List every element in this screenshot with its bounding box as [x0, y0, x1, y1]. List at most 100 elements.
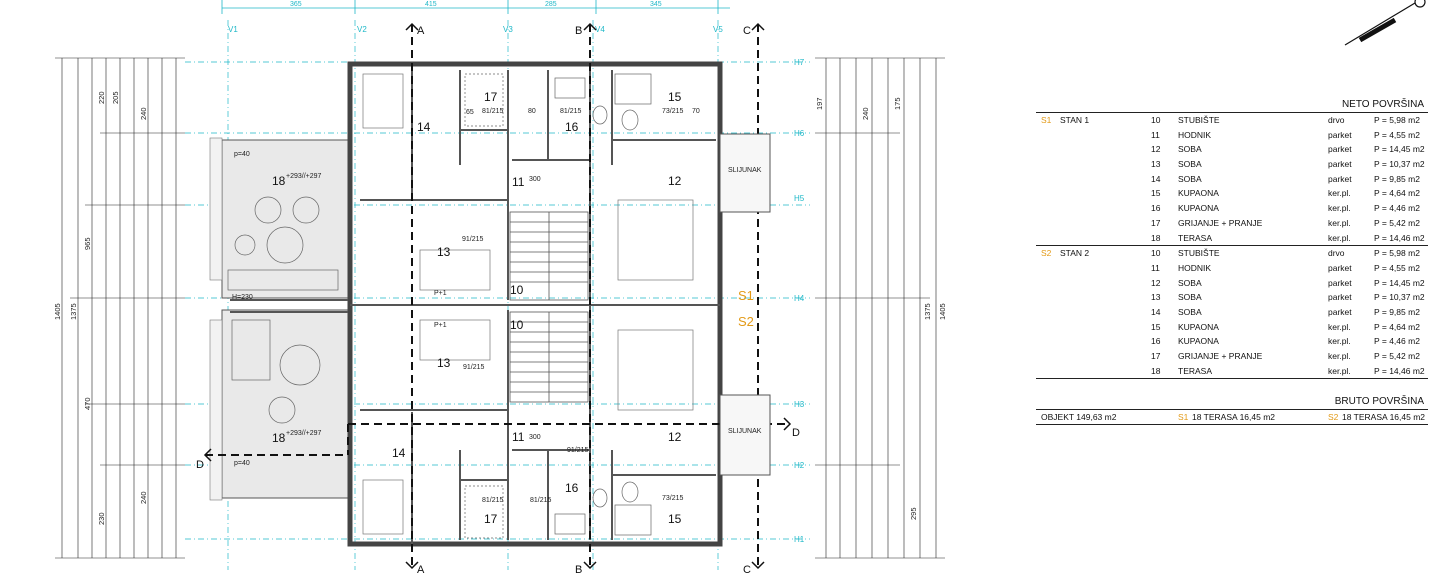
door-label: 65 — [466, 109, 474, 116]
top-dim-2: 415 — [425, 1, 437, 8]
room-area: P = 14,45 m2 — [1374, 144, 1425, 155]
floor-type: parket — [1328, 262, 1352, 273]
axis-h6: H6 — [794, 129, 805, 138]
section-lines — [205, 24, 790, 568]
bruto-objekt: OBJEKT 149,63 m2 — [1041, 412, 1117, 423]
top-dim-3: 285 — [545, 1, 557, 8]
room-name: HODNIK — [1178, 262, 1212, 273]
misc-label: +293//+297 — [286, 430, 322, 437]
room-name: HODNIK — [1178, 129, 1212, 140]
unit-block-s1: S1 STAN 1 10 STUBIŠTE drvo P = 5,98 m2 1… — [1036, 113, 1428, 245]
section-c-bottom: C — [743, 564, 751, 573]
top-dimension-chain — [221, 0, 730, 14]
room-11-top: 11 — [512, 175, 525, 189]
right-dim-3d: 295 — [909, 507, 918, 520]
axis-h3: H3 — [794, 400, 805, 409]
room-no: 13 — [1151, 159, 1161, 170]
terraces — [209, 137, 349, 501]
room-name: SOBA — [1178, 159, 1202, 170]
right-dimension-chains — [815, 57, 945, 559]
room-no: 14 — [1151, 306, 1161, 317]
room-no: 15 — [1151, 188, 1161, 199]
room-no: 17 — [1151, 351, 1161, 361]
door-label: 73/215 — [662, 108, 684, 115]
room-name: STUBIŠTE — [1178, 248, 1220, 259]
misc-label: p=40 — [234, 460, 250, 467]
floor-type: parket — [1328, 277, 1352, 288]
floor-type: ker.pl. — [1328, 351, 1351, 361]
top-dim-4: 345 — [650, 1, 662, 8]
floor-type: ker.pl. — [1328, 232, 1351, 243]
misc-labels: p=40 p=40 +293//+297 +293//+297 H=230 SL… — [232, 151, 762, 467]
room-18-bottom: 18 — [272, 431, 286, 445]
room-area: P = 4,46 m2 — [1374, 336, 1420, 347]
right-dim-3b: 240 — [861, 107, 870, 120]
room-10-bottom: 10 — [510, 318, 524, 332]
bruto-s1-id: S1 — [1178, 412, 1189, 423]
unit-name: STAN 1 — [1060, 115, 1090, 125]
bruto-s2-id: S2 — [1328, 412, 1339, 423]
room-name: SOBA — [1178, 277, 1202, 288]
right-balconies — [719, 133, 771, 476]
room-name: GRIJANJE + PRANJE — [1178, 351, 1263, 361]
unit-block-s2: S2 STAN 2 10 STUBIŠTE drvo P = 5,98 m2 1… — [1036, 246, 1428, 378]
floor-type: drvo — [1328, 115, 1345, 125]
table-row: S1 STAN 1 10 STUBIŠTE drvo P = 5,98 m2 — [1036, 113, 1428, 128]
axis-h5: H5 — [794, 194, 805, 203]
misc-label: 300 — [529, 434, 541, 441]
room-area: P = 5,42 m2 — [1374, 351, 1420, 361]
room-no: 10 — [1151, 115, 1161, 125]
table-row: 15 KUPAONA ker.pl. P = 4,64 m2 — [1036, 186, 1428, 201]
table-row: S2 STAN 2 10 STUBIŠTE drvo P = 5,98 m2 — [1036, 246, 1428, 261]
left-dim-total: 1405 — [53, 303, 62, 320]
misc-label: p=40 — [234, 151, 250, 158]
floor-type: parket — [1328, 306, 1352, 317]
room-area: P = 14,45 m2 — [1374, 277, 1425, 288]
north-arrow-icon — [1344, 0, 1426, 46]
room-name: KUPAONA — [1178, 336, 1219, 347]
room-12-bottom: 12 — [668, 430, 682, 444]
table-row: 17 GRIJANJE + PRANJE ker.pl. P = 5,42 m2 — [1036, 349, 1428, 364]
room-no: 11 — [1151, 262, 1160, 273]
bruto-title: BRUTO POVRŠINA — [1334, 396, 1424, 408]
table-row: 16 KUPAONA ker.pl. P = 4,46 m2 — [1036, 201, 1428, 216]
axis-h7: H7 — [794, 58, 805, 67]
room-no: 15 — [1151, 321, 1161, 332]
section-d-right: D — [792, 427, 800, 439]
misc-label: 300 — [529, 176, 541, 183]
room-12-top: 12 — [668, 174, 682, 188]
room-name: STUBIŠTE — [1178, 115, 1220, 125]
staircase — [509, 211, 589, 403]
floor-type: ker.pl. — [1328, 365, 1351, 376]
left-dim-4e: 240 — [139, 107, 148, 120]
room-17-top: 17 — [484, 90, 498, 104]
terrace-furniture — [227, 196, 339, 424]
room-area: P = 10,37 m2 — [1374, 292, 1425, 303]
table-row: 15 KUPAONA ker.pl. P = 4,64 m2 — [1036, 320, 1428, 335]
spacer — [1036, 379, 1428, 395]
bruto-s1-text: 18 TERASA 16,45 m2 — [1192, 412, 1276, 423]
axis-h2: H2 — [794, 461, 805, 470]
misc-label: P+1 — [434, 322, 447, 329]
table-row: 11 HODNIK parket P = 4,55 m2 — [1036, 128, 1428, 143]
room-area: P = 5,42 m2 — [1374, 217, 1420, 228]
axis-h4: H4 — [794, 294, 805, 303]
room-no: 13 — [1151, 292, 1161, 303]
room-15-bottom: 15 — [668, 512, 682, 526]
room-name: SOBA — [1178, 144, 1202, 155]
misc-label: SLIJUNAK — [728, 428, 762, 435]
room-13-bottom: 13 — [437, 356, 451, 370]
table-row: 17 GRIJANJE + PRANJE ker.pl. P = 5,42 m2 — [1036, 216, 1428, 231]
unit-label-s2: S2 — [738, 314, 754, 329]
table-row: 11 HODNIK parket P = 4,55 m2 — [1036, 261, 1428, 276]
table-rule — [1036, 378, 1428, 380]
room-no: 18 — [1151, 365, 1161, 376]
door-label: 81/215 — [482, 108, 504, 115]
floor-type: ker.pl. — [1328, 336, 1351, 347]
room-area: P = 5,98 m2 — [1374, 248, 1420, 259]
axis-v2: V2 — [357, 25, 367, 34]
floor-type: parket — [1328, 144, 1352, 155]
table-row: 13 SOBA parket P = 10,37 m2 — [1036, 157, 1428, 172]
left-dim-3a: 965 — [83, 237, 92, 250]
misc-label: SLIJUNAK — [728, 167, 762, 174]
